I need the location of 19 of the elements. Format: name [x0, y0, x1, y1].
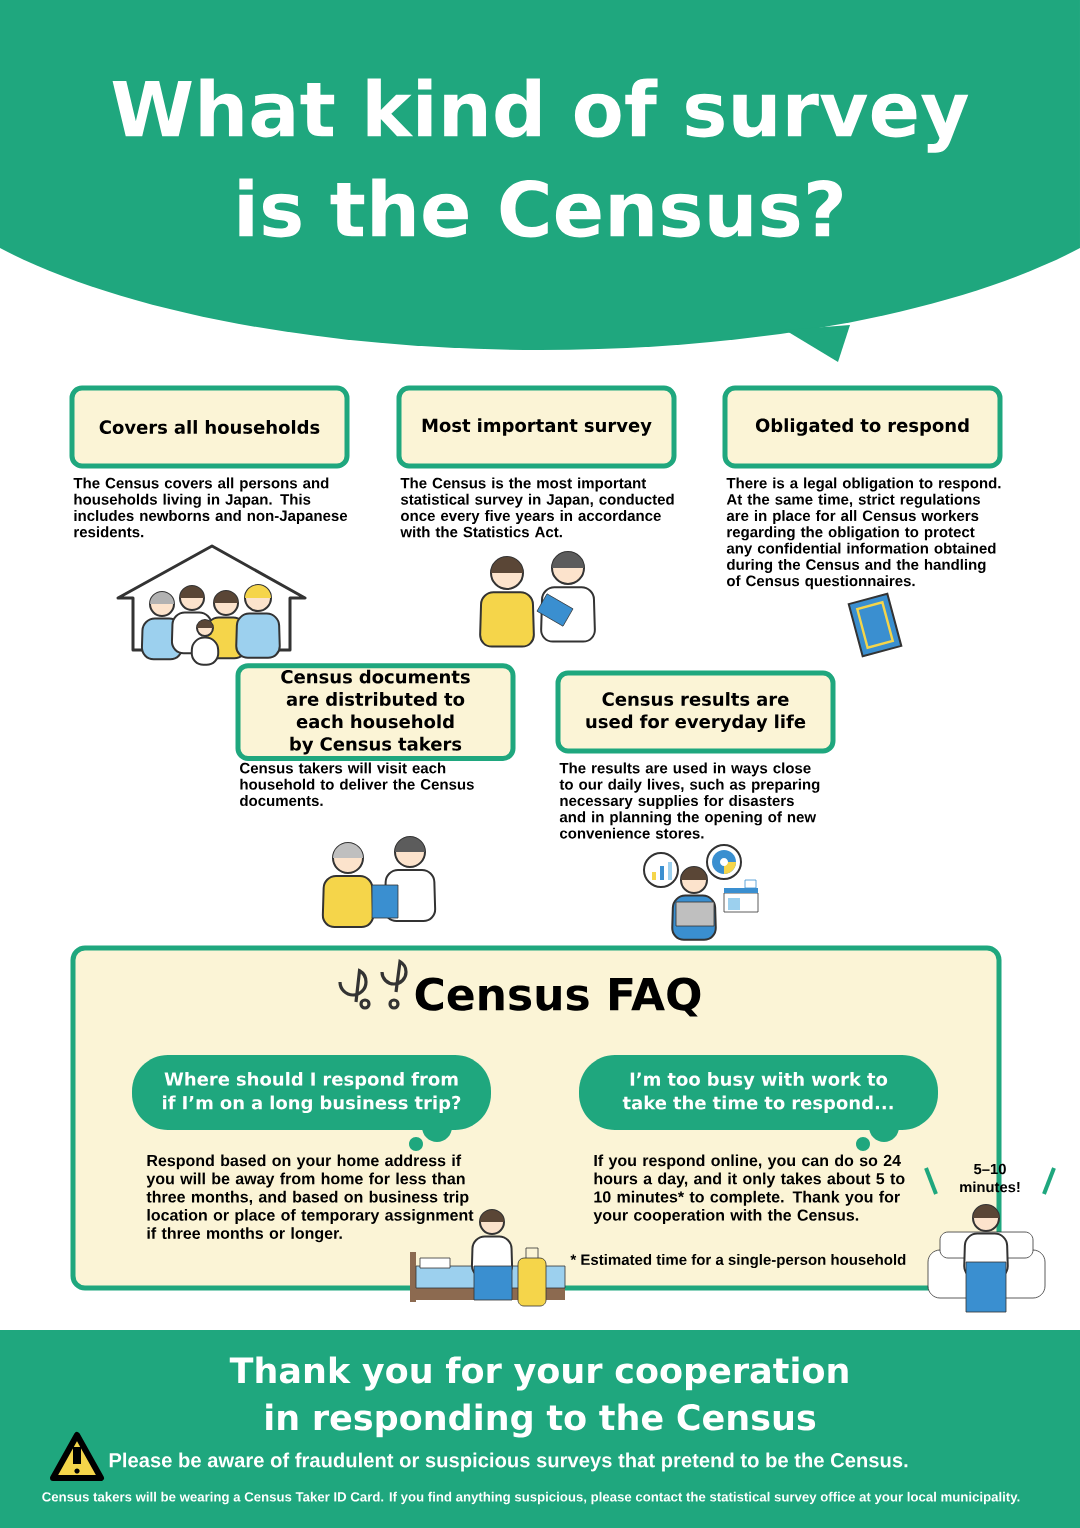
- answer-text: Respond based on your home address if you will be away from home for less than three months, and based on business trip location or place of temporary assignment if three months or longer.: [146, 1154, 474, 1243]
- heading-box: Obligated to respond: [722, 385, 1003, 469]
- heading-box: Census documents are distributed to each household by Census takers: [235, 663, 516, 761]
- description-text: The Census covers all persons and households living in Japan. This includes newborns and non-Japanese residents.: [73, 477, 348, 538]
- footnote: * Estimated time for a single-person household: [570, 1254, 906, 1269]
- description-text: The Census is the most important statistical survey in Japan, conducted once every five years in accordance with the Statistics Act.: [400, 477, 674, 538]
- speech-bubble: I’m too busy with work to take the time to respond...: [579, 1055, 938, 1151]
- description-text: The results are used in ways close to our daily lives, such as preparing necessary supplies for disasters and in planning the opening of new convenience stores.: [559, 762, 820, 839]
- title-banner: What kind of survey is the Census?: [0, 0, 1080, 362]
- panel-heading: Census FAQ: [415, 977, 701, 1017]
- heading-box: Census results are used for everyday life: [555, 670, 836, 754]
- heading-box: Most important survey: [396, 385, 677, 469]
- notice-text: Census takers will be wearing a Census Taker ID Card. If you find anything suspicious, please contact the statistical survey office at your local municipality.: [42, 1491, 1020, 1505]
- description-text: Census takers will visit each household to deliver the Census documents.: [240, 762, 474, 807]
- heading-box: Covers all households: [69, 385, 350, 469]
- speech-bubble: Where should I respond from if I’m on a long business trip?: [132, 1055, 491, 1151]
- answer-text: If you respond online, you can do so 24 hours a day, and it only takes about 5 to 10 minutes* to complete. Thank you for your cooperation with the Census.: [593, 1154, 905, 1224]
- description-text: There is a legal obligation to respond. At the same time, strict regulations are in place for all Census workers regarding the obligation to protect any confidential information obtained during the Census and the handling of Census questionnaires.: [726, 477, 1001, 590]
- warning-text: Please be aware of fraudulent or suspicious surveys that pretend to be the Census.: [109, 1452, 908, 1472]
